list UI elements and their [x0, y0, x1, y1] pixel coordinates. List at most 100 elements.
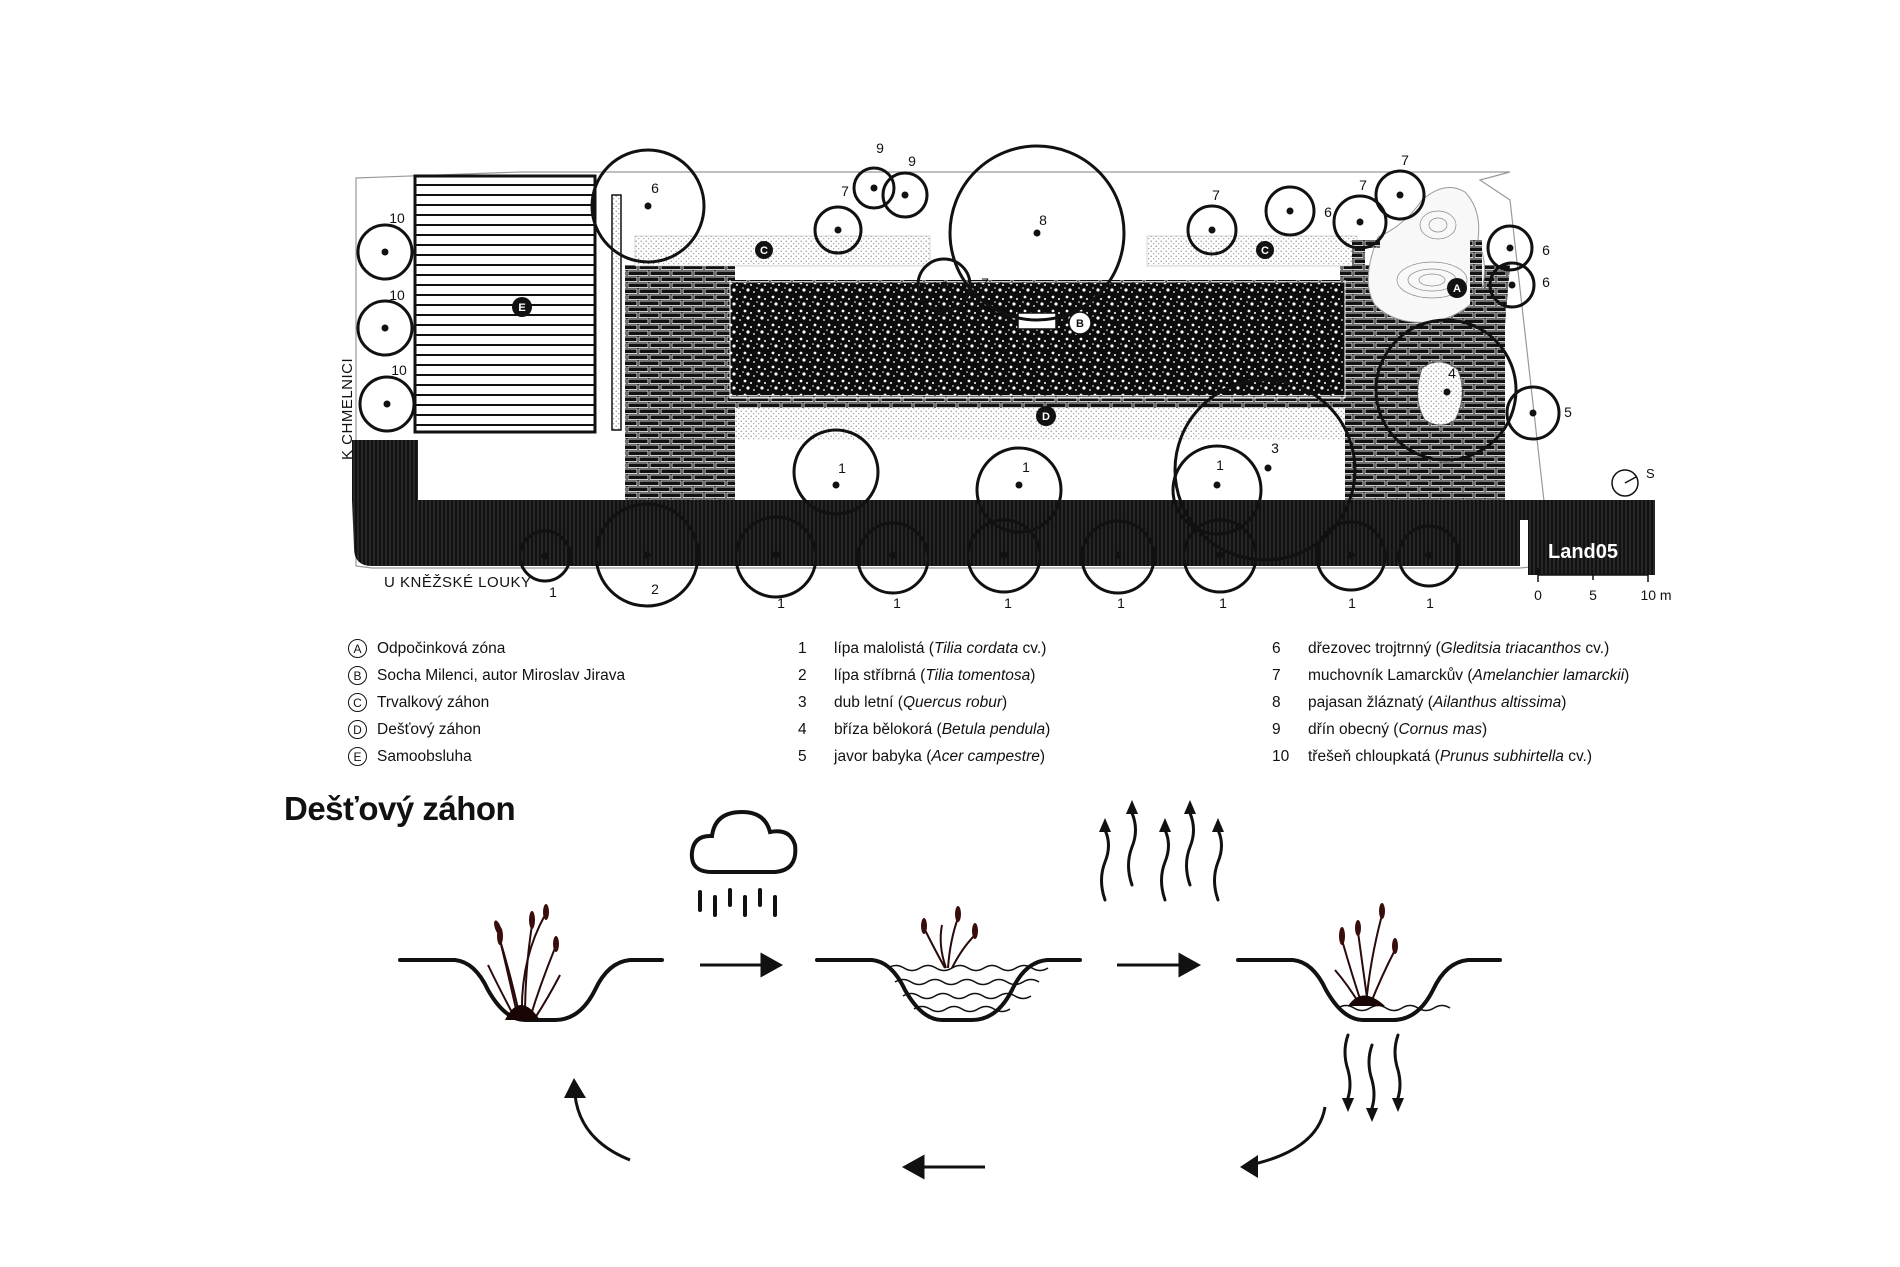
tree-canopy-4	[1374, 318, 1518, 462]
svg-text:1: 1	[1004, 595, 1012, 611]
flow-arrow-1	[700, 952, 784, 978]
central-gravel-bed	[730, 283, 1345, 395]
tree-canopy-5	[1505, 385, 1561, 441]
svg-text:1: 1	[1219, 595, 1227, 611]
tree-canopy-7a	[813, 205, 863, 255]
plant-grass-3	[1334, 914, 1396, 1006]
perennial-bed-c-right	[1146, 235, 1358, 267]
tree-canopy-8	[948, 144, 1126, 322]
water-waves-low	[1337, 1004, 1451, 1012]
tree-canopy-6b	[1264, 185, 1316, 237]
svg-text:6: 6	[1542, 274, 1550, 290]
tree-canopy-7e	[1374, 169, 1426, 221]
tree-canopy-1-west	[518, 529, 572, 583]
street-u-knezske-louky	[352, 500, 1655, 575]
zone-marker-c-right	[1256, 241, 1274, 259]
svg-text:1: 1	[1216, 457, 1224, 473]
tree-canopy-3	[1173, 378, 1357, 562]
svg-text:7: 7	[1401, 152, 1409, 168]
street-k-chmelnici	[352, 440, 418, 500]
svg-text:1: 1	[1117, 595, 1125, 611]
diagram-title: Dešťový záhon	[284, 790, 516, 827]
svg-text:9: 9	[876, 140, 884, 156]
north-label: S	[1646, 466, 1655, 481]
svg-text:1: 1	[1022, 459, 1030, 475]
tree-canopy-1-s2	[856, 521, 930, 595]
svg-text:7: 7	[841, 183, 849, 199]
svg-text:10: 10	[389, 210, 405, 226]
tree-canopy-1c	[1171, 444, 1263, 536]
svg-text:A: A	[1453, 283, 1461, 295]
scale-label-10: 10 m	[1640, 587, 1671, 603]
svg-text:9: 9	[908, 153, 916, 169]
flow-arrow-return-curve	[1249, 1106, 1327, 1167]
bench-strip	[611, 194, 622, 431]
tree-canopy-6-west	[590, 148, 706, 264]
zone-marker-a	[1447, 278, 1467, 298]
svg-text:6: 6	[1542, 242, 1550, 258]
tree-canopy-1a	[792, 428, 880, 516]
infiltration-arrows-icon	[1343, 1033, 1402, 1110]
tree-canopy-7b	[916, 257, 972, 313]
street-label-south: U KNĚŽSKÉ LOUKY	[384, 574, 532, 591]
tree-canopy-9b	[881, 171, 929, 219]
svg-text:2: 2	[651, 581, 659, 597]
tree-canopy-10c	[358, 375, 416, 433]
tree-canopy-10b	[356, 299, 414, 357]
tree-canopy-6c	[1486, 224, 1534, 272]
zone-marker-b	[1068, 311, 1092, 335]
svg-text:7: 7	[1359, 177, 1367, 193]
svg-text:6: 6	[1324, 204, 1332, 220]
tree-canopy-1-s5	[1182, 518, 1258, 594]
scale-label-5: 5	[1589, 587, 1597, 603]
brand-land05: Land05	[1548, 541, 1618, 563]
tree-canopy-6d	[1488, 261, 1536, 309]
svg-text:10: 10	[389, 287, 405, 303]
flow-arrow-up-curve	[573, 1094, 631, 1162]
rain-cloud-icon	[689, 809, 798, 917]
svg-text:1: 1	[893, 595, 901, 611]
building-samoobsluha	[413, 174, 597, 434]
svg-text:3: 3	[1271, 440, 1279, 456]
tree-canopy-9a	[852, 166, 896, 210]
evaporation-arrows-icon	[1100, 811, 1223, 902]
plant-grass-2	[924, 917, 976, 969]
rest-zone-a	[1367, 187, 1485, 323]
svg-text:1: 1	[549, 584, 557, 600]
north-arrow-icon	[1611, 469, 1639, 497]
scale-label-0: 0	[1534, 587, 1542, 603]
perennial-bed-c-left	[634, 235, 931, 267]
tree-canopy-1-s4	[1080, 519, 1156, 595]
street-label-west: K CHMELNICI	[339, 358, 356, 460]
svg-text:1: 1	[777, 595, 785, 611]
svg-text:C: C	[760, 245, 768, 257]
svg-text:1: 1	[1348, 595, 1356, 611]
flow-arrow-2	[1117, 952, 1202, 978]
tree-canopy-1-s6	[1315, 520, 1387, 592]
zone-marker-e-label: E	[518, 302, 525, 314]
svg-text:4: 4	[1448, 365, 1456, 381]
basin-draining	[1236, 958, 1502, 1022]
svg-text:7: 7	[981, 275, 989, 291]
svg-text:8: 8	[1039, 212, 1047, 228]
tree-canopy-1-s1	[734, 515, 818, 599]
tree-canopy-10a	[356, 223, 414, 281]
svg-text:1: 1	[838, 460, 846, 476]
svg-text:10: 10	[391, 362, 407, 378]
svg-text:5: 5	[1564, 404, 1572, 420]
svg-text:6: 6	[651, 180, 659, 196]
tree-canopy-7c	[1186, 204, 1238, 256]
tree-canopy-1-s7	[1397, 524, 1461, 588]
